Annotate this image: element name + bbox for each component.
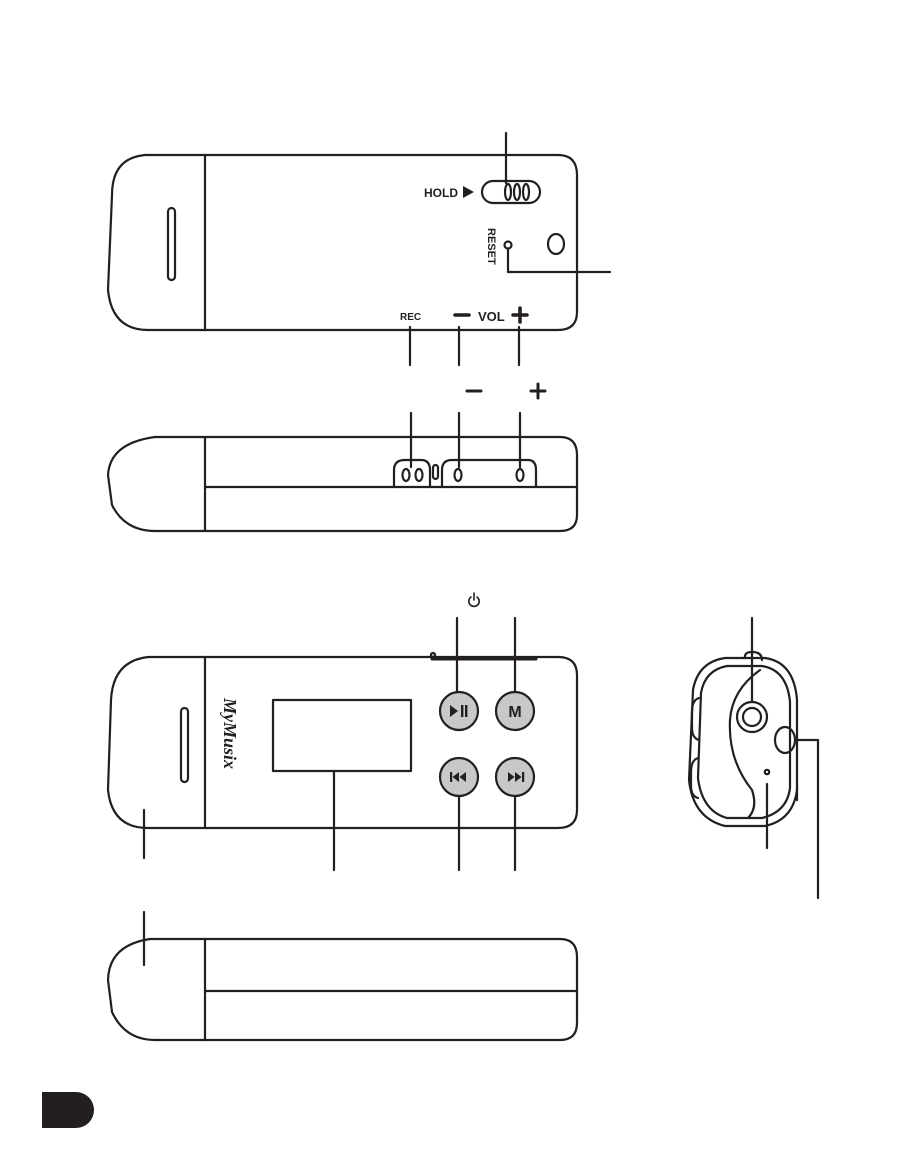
back-view-cap bbox=[106, 153, 207, 332]
front-view bbox=[106, 592, 579, 872]
side-view-body bbox=[203, 435, 579, 533]
earphone-jack-inner bbox=[741, 706, 763, 728]
reset-callout-line bbox=[506, 247, 612, 274]
rec-button[interactable] bbox=[392, 458, 432, 489]
hold-switch[interactable] bbox=[480, 179, 542, 205]
back-view-cap-slot bbox=[166, 206, 177, 282]
hold-switch-grip bbox=[521, 182, 531, 202]
reset-hole[interactable] bbox=[503, 240, 513, 250]
front-view-cap bbox=[106, 655, 207, 830]
back-view-body bbox=[203, 153, 579, 332]
back-view bbox=[106, 131, 612, 367]
end-view-inner-shell bbox=[696, 664, 792, 820]
top-edge-indicator bbox=[429, 651, 437, 659]
right-triangle-icon bbox=[463, 186, 474, 198]
vol-label: VOL bbox=[478, 309, 505, 324]
end-view-side-button bbox=[690, 696, 701, 742]
end-view-outer-shell bbox=[687, 656, 799, 828]
page-number-tab bbox=[42, 1092, 94, 1128]
play-pause-button[interactable] bbox=[438, 690, 480, 732]
power-icon bbox=[468, 592, 480, 608]
hold-switch-grip bbox=[512, 182, 522, 202]
lanyard-hole bbox=[546, 232, 566, 256]
hold-label: HOLD bbox=[424, 186, 458, 200]
usb-connector[interactable] bbox=[773, 725, 797, 755]
bottom-view-cap bbox=[106, 937, 207, 1042]
connector-callout-line bbox=[793, 738, 820, 900]
volume-rocker-dot bbox=[453, 467, 463, 483]
side-view-buttons bbox=[106, 382, 579, 533]
microphone-hole bbox=[763, 768, 771, 776]
rec-label: REC bbox=[400, 312, 421, 323]
bottom-view bbox=[106, 910, 579, 1042]
end-view-side-button bbox=[689, 756, 700, 800]
button-divider bbox=[431, 463, 440, 481]
reset-label: RESET bbox=[485, 228, 497, 265]
play-pause-icon bbox=[450, 705, 468, 717]
volume-rocker-dot bbox=[515, 467, 525, 483]
rec-button-dot bbox=[401, 467, 411, 483]
side-view-cap bbox=[106, 435, 207, 533]
rec-button-dot bbox=[414, 467, 424, 483]
menu-button-label: M bbox=[508, 704, 521, 721]
earphone-jack[interactable] bbox=[735, 700, 769, 734]
bottom-view-body bbox=[203, 937, 579, 1042]
front-view-cap-slot bbox=[179, 706, 190, 784]
volume-rocker[interactable] bbox=[440, 458, 538, 489]
front-view-body bbox=[203, 655, 579, 830]
end-view bbox=[687, 616, 820, 900]
display-screen bbox=[271, 698, 413, 773]
next-track-icon bbox=[508, 772, 525, 782]
end-view-contour bbox=[728, 668, 762, 820]
hold-switch-grip bbox=[503, 182, 513, 202]
brand-logo: MyMusix bbox=[220, 697, 240, 769]
previous-track-icon bbox=[450, 772, 466, 782]
